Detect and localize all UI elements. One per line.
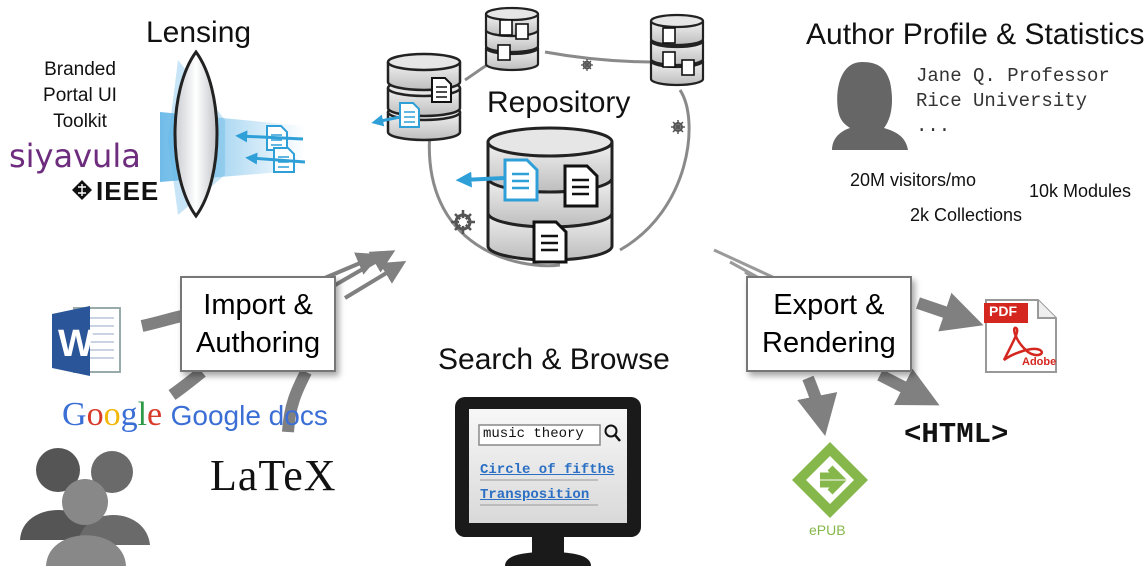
author-name: Jane Q. Professor [916,65,1110,87]
database-node-top [484,6,540,72]
author-avatar-icon [832,62,908,150]
repository-database-icon [455,126,614,264]
export-rendering-box: Export & Rendering [746,276,912,372]
toolkit-label: Branded Portal UI Toolkit [43,59,117,132]
google-docs-logo: Google Google docs [62,396,328,433]
stat-modules: 10k Modules [1029,181,1132,201]
document-icon [532,220,568,264]
pdf-icon [984,299,1057,373]
database-node-right [649,13,705,87]
author-more: ... [916,115,951,137]
ieee-logo-icon [72,180,92,200]
adobe-label: Adobe [1022,356,1057,368]
import-authoring-box: Import & Authoring [180,276,337,372]
pdf-label: PDF [989,303,1017,319]
lensing-title: Lensing [146,16,252,49]
document-icon [563,164,599,208]
lens-icon [173,49,219,219]
stat-collections: 2k Collections [910,205,1023,225]
microsoft-word-icon: W [52,306,121,376]
document-icon [399,102,420,128]
document-icon [503,158,539,202]
siyavula-logo: siyavula [9,137,141,175]
svg-text:W: W [58,323,94,365]
document-icon [431,77,452,103]
gear-icon [451,210,475,234]
gear-icon [581,59,593,71]
repository-title: Repository [487,86,631,119]
stat-visitors: 20M visitors/mo [850,170,977,190]
gear-icon [671,120,685,134]
export-arrows [713,248,984,437]
search-monitor [455,397,641,566]
people-silhouette-icon [20,448,150,566]
epub-logo-icon [792,442,868,518]
import-arrows [140,250,407,433]
search-input[interactable]: music theory [483,426,584,442]
repository-cycle [427,50,691,268]
search-result-link[interactable]: Transposition [480,487,590,503]
epub-label: ePUB [809,522,846,538]
search-result-link[interactable]: Circle of fifths [480,462,615,478]
search-browse-title: Search & Browse [438,343,670,376]
latex-logo: LaTeX [210,451,337,500]
database-node-left [371,52,462,142]
ieee-logo: IEEE [96,176,160,206]
html-output-label: <HTML> [904,418,1009,451]
magnifier-icon[interactable] [604,424,621,442]
author-institution: Rice University [916,90,1088,112]
docs-label: Google docs [170,400,328,431]
author-profile-title: Author Profile & Statistics [806,18,1145,51]
